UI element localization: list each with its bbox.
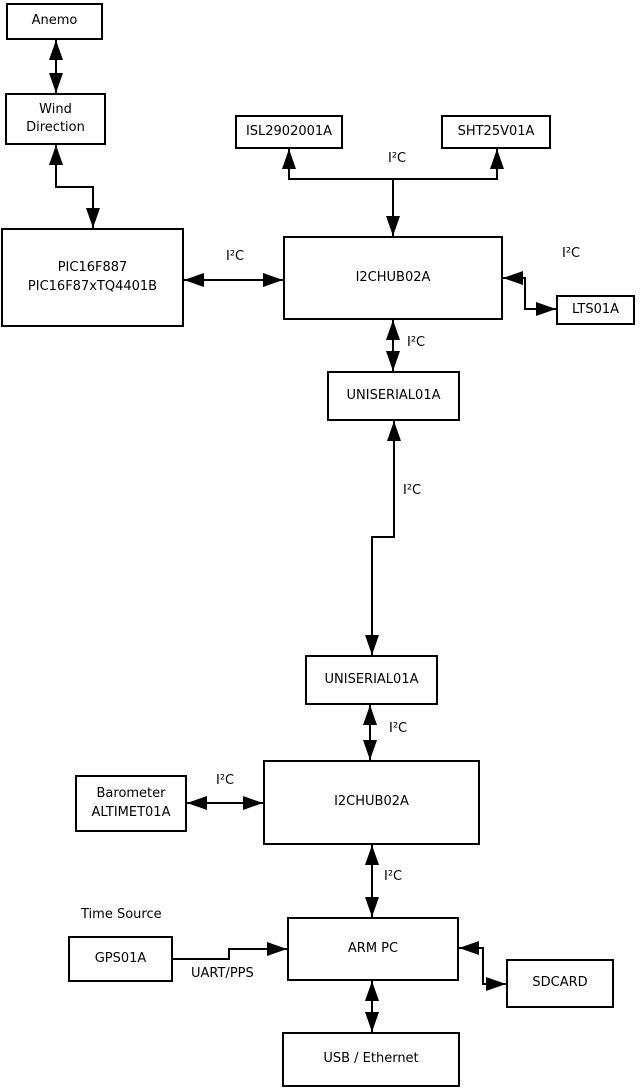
node-barometer-line1: Barometer — [96, 786, 166, 802]
edge-uniserial-link — [365, 421, 401, 655]
node-uniserial01a-bottom-label: UNISERIAL01A — [324, 671, 419, 687]
node-i2chub02a-bottom: I2CHUB02A — [263, 760, 480, 845]
edge-label-i2c-hub-uniserial: I²C — [407, 335, 426, 350]
node-sht25v01a-label: SHT25V01A — [457, 123, 535, 139]
edge-label-uart-pps: UART/PPS — [191, 966, 254, 981]
node-pic-controller: PIC16F887 PIC16F87xTQ4401B — [1, 228, 184, 327]
node-sdcard-label: SDCARD — [532, 975, 588, 991]
edge-label-i2c-uniserial-hub: I²C — [389, 721, 408, 736]
edge-arm-sdcard — [459, 941, 506, 991]
node-uniserial01a-top: UNISERIAL01A — [327, 371, 460, 421]
edge-label-i2c-long-link: I²C — [403, 483, 422, 498]
node-gps01a: GPS01A — [68, 936, 173, 982]
edge-wind-pic — [49, 145, 100, 228]
node-barometer-line2: ALTIMET01A — [91, 804, 171, 820]
node-usb-ethernet-label: USB / Ethernet — [323, 1051, 419, 1067]
node-uniserial01a-top-label: UNISERIAL01A — [346, 387, 441, 403]
node-wind-direction-line2: Direction — [26, 120, 85, 135]
node-gps01a-label: GPS01A — [94, 950, 147, 966]
node-i2chub02a-bottom-label: I2CHUB02A — [334, 794, 409, 810]
edge-hub-lts — [503, 271, 556, 316]
edge-label-i2c-pic: I²C — [226, 249, 245, 264]
node-anemo: Anemo — [6, 3, 103, 40]
node-uniserial01a-bottom: UNISERIAL01A — [305, 655, 438, 705]
node-barometer: Barometer ALTIMET01A — [75, 775, 187, 832]
node-sdcard: SDCARD — [506, 959, 614, 1008]
node-lts01a: LTS01A — [556, 295, 635, 325]
node-lts01a-label: LTS01A — [571, 301, 620, 317]
node-i2chub02a-top: I2CHUB02A — [283, 236, 503, 320]
node-i2chub02a-top-label: I2CHUB02A — [355, 269, 431, 285]
edge-label-i2c-barometer: I²C — [216, 773, 235, 788]
node-isl2902001a-label: ISL2902001A — [245, 123, 333, 139]
node-wind-direction-line1: Wind — [39, 101, 72, 117]
node-sht25v01a: SHT25V01A — [441, 115, 551, 149]
node-pic-line1: PIC16F887 — [57, 260, 128, 276]
node-arm-pc-label: ARM PC — [347, 940, 399, 956]
node-usb-ethernet: USB / Ethernet — [282, 1032, 460, 1087]
edge-label-i2c-lts: I²C — [562, 246, 581, 261]
edge-label-i2c-sensors: I²C — [388, 151, 407, 166]
node-isl2902001a: ISL2902001A — [235, 115, 343, 149]
node-anemo-label: Anemo — [31, 13, 78, 29]
edge-label-i2c-hub-arm: I²C — [384, 869, 403, 884]
node-pic-line2: PIC16F87xTQ4401B — [27, 278, 158, 294]
node-wind-direction: Wind Direction — [5, 93, 106, 145]
label-time-source: Time Source — [81, 907, 162, 922]
edge-gps-arm — [173, 942, 287, 960]
node-arm-pc: ARM PC — [287, 917, 459, 981]
